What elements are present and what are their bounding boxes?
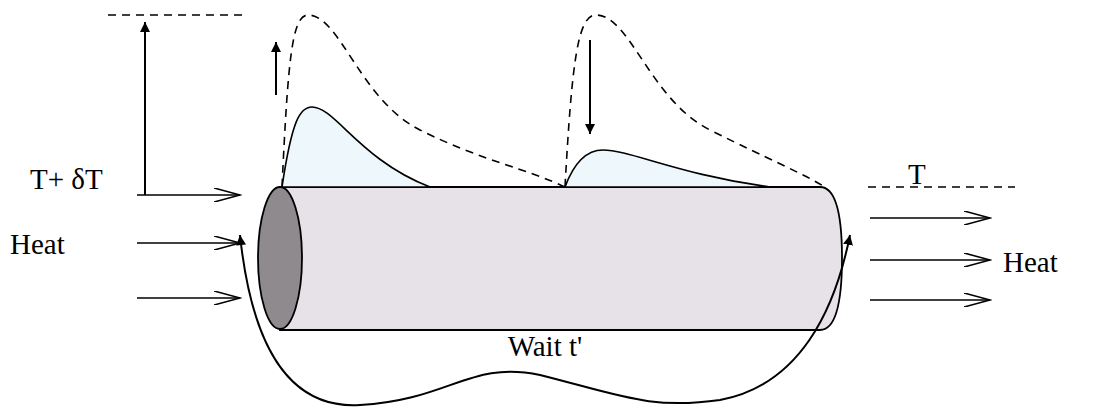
reference-line <box>868 186 1015 188</box>
wait-arrow <box>240 235 850 405</box>
temperature-arrow <box>144 22 146 195</box>
heat-label: Heat <box>1003 248 1058 277</box>
reference-line <box>108 14 245 16</box>
heat-label: Heat <box>10 230 65 259</box>
rod-end <box>258 187 302 329</box>
change-arrow <box>589 40 591 134</box>
temperature-profile <box>565 150 770 187</box>
dashed-profile <box>282 15 565 187</box>
time-label: Wait t' <box>508 332 583 361</box>
temperature-label: T+ δT <box>30 165 103 194</box>
temperature-profile <box>282 107 430 187</box>
dashed-profile <box>565 15 825 187</box>
rod-body <box>280 187 842 330</box>
change-arrow <box>275 42 277 95</box>
temperature-label: T <box>908 160 926 189</box>
